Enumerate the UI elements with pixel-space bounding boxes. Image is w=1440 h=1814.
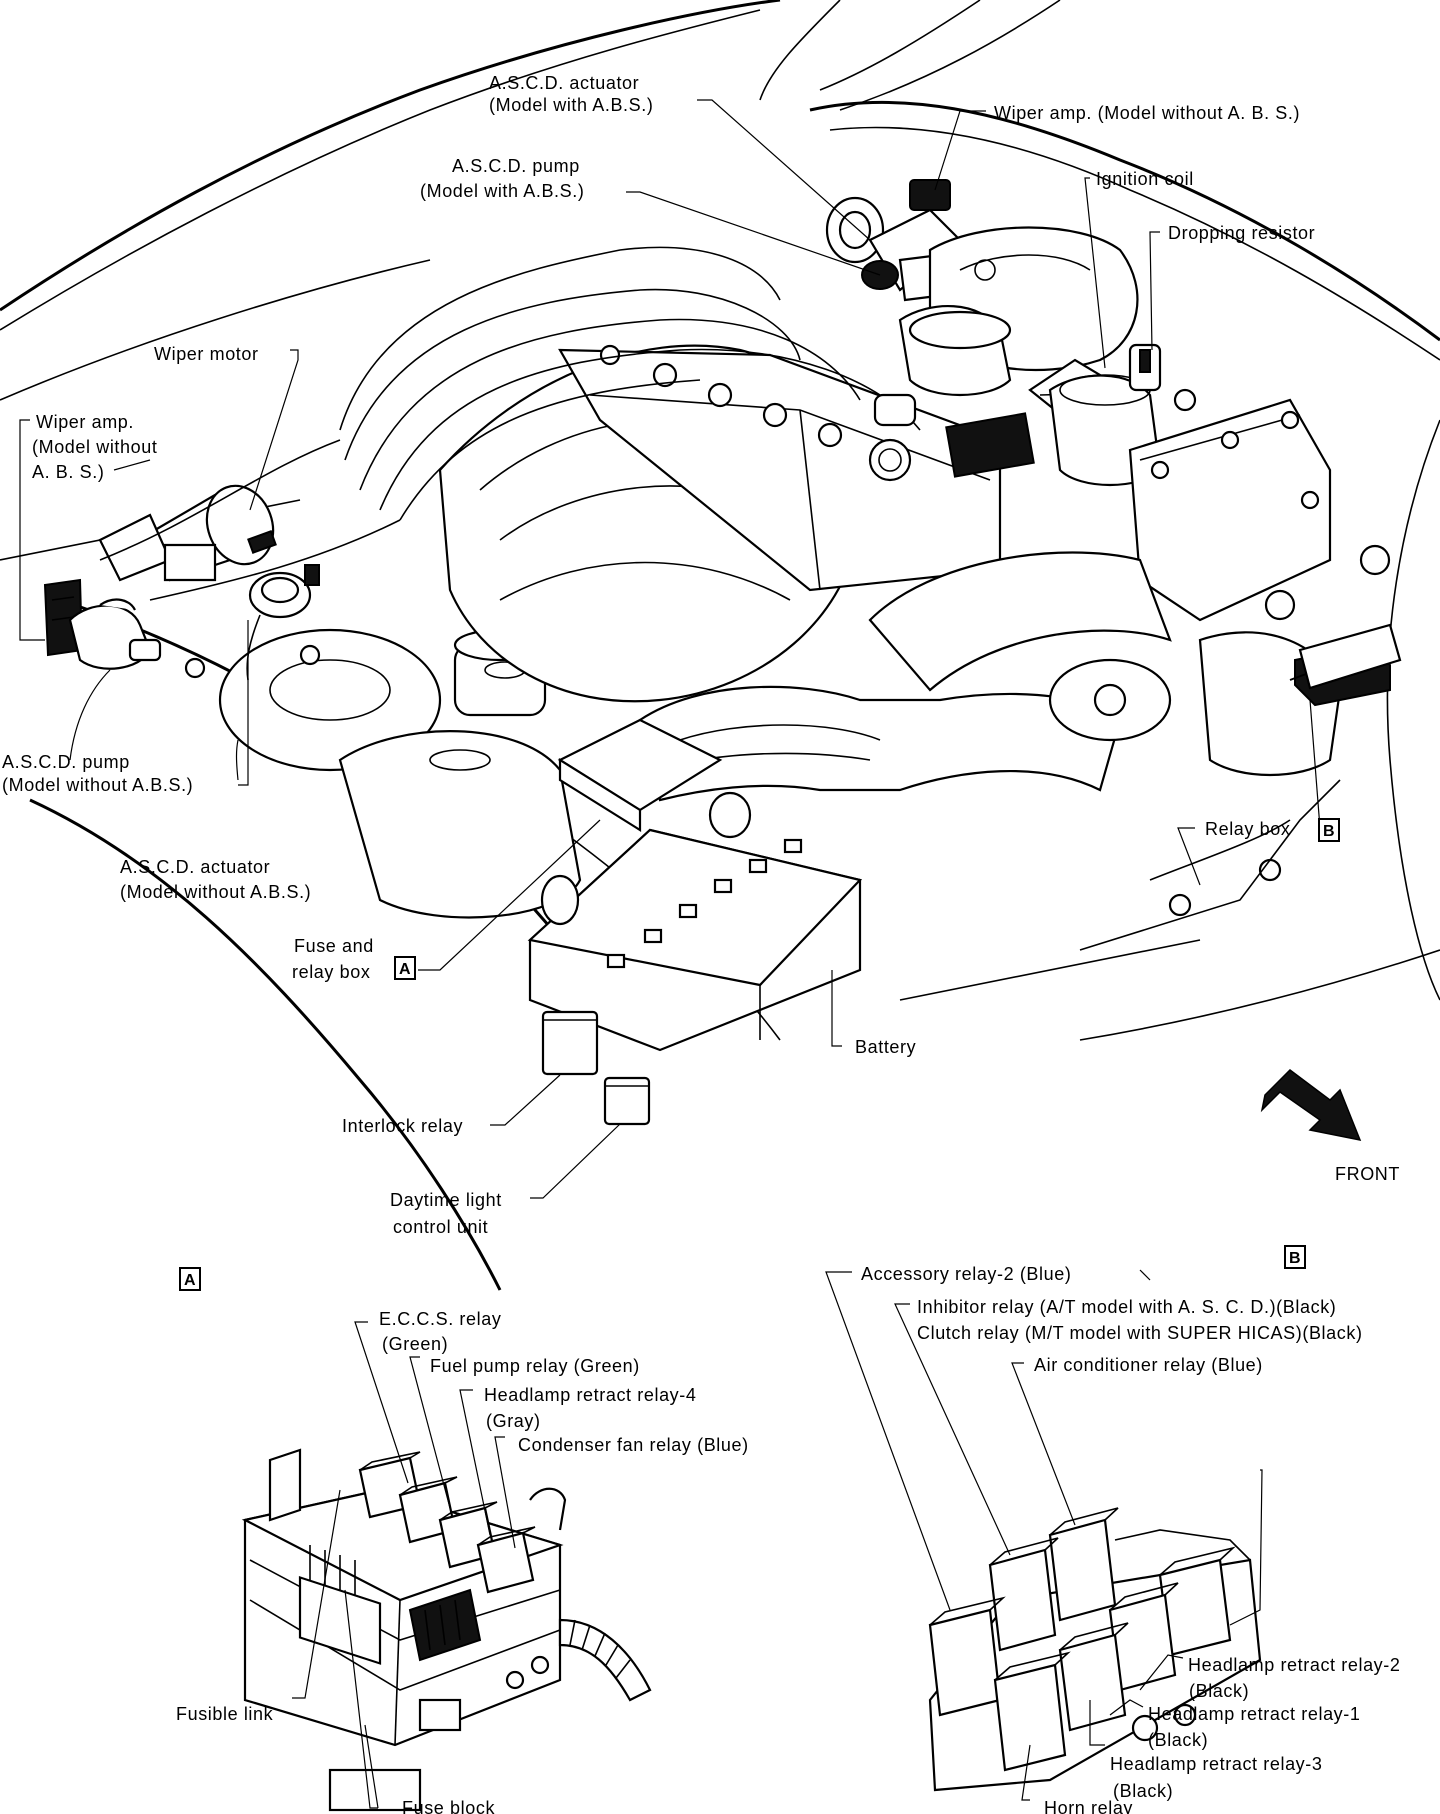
label-dropping-resistor: Dropping resistor [1168, 223, 1315, 243]
engine-compartment-illustration [0, 0, 1440, 1291]
label-ignition-coil: Ignition coil [1096, 169, 1194, 189]
label-headlamp-retract-3: Headlamp retract relay-3 [1110, 1754, 1322, 1774]
label-ascd-actuator-abs: A.S.C.D. actuator [489, 73, 639, 93]
label-ascd-pump-noabs: A.S.C.D. pump [2, 752, 130, 772]
label-horn-relay: Horn relay [1044, 1798, 1133, 1814]
box-a-marker-relay: A [394, 956, 416, 980]
labels: A.S.C.D. actuator (Model with A.B.S.) A.… [2, 73, 1400, 1814]
label-headlamp-retract-3-color: (Black) [1113, 1781, 1173, 1801]
label-headlamp-retract-1: Headlamp retract relay-1 [1148, 1704, 1360, 1724]
label-front: FRONT [1335, 1164, 1400, 1184]
label-headlamp-retract-4: Headlamp retract relay-4 [484, 1385, 696, 1405]
box-b-marker-relay: B [1318, 818, 1340, 842]
label-ascd-pump-noabs-model: (Model without A.B.S.) [2, 775, 193, 795]
label-fuse-block: Fuse block [402, 1798, 495, 1814]
label-wiper-amp-left: Wiper amp. [36, 412, 134, 432]
label-clutch-relay: Clutch relay (M/T model with SUPER HICAS… [917, 1323, 1363, 1343]
label-daytime-light: Daytime light [390, 1190, 502, 1210]
box-b-letter: B [1323, 823, 1335, 840]
label-ascd-actuator-noabs-model: (Model without A.B.S.) [120, 882, 311, 902]
label-eccs-relay-color: (Green) [382, 1334, 448, 1354]
inset-a-illustration [241, 1448, 652, 1812]
label-headlamp-retract-2: Headlamp retract relay-2 [1188, 1655, 1400, 1675]
label-ascd-pump-abs-model: (Model with A.B.S.) [420, 181, 584, 201]
label-inhibitor-relay: Inhibitor relay (A/T model with A. S. C.… [917, 1297, 1336, 1317]
inset-a-title-box: A [179, 1267, 201, 1291]
label-wiper-amp-top: Wiper amp. (Model without A. B. S.) [994, 103, 1300, 123]
label-ascd-actuator-noabs: A.S.C.D. actuator [120, 857, 270, 877]
label-headlamp-retract-2-color: (Black) [1189, 1681, 1249, 1701]
label-air-conditioner-relay: Air conditioner relay (Blue) [1034, 1355, 1263, 1375]
label-interlock-relay: Interlock relay [342, 1116, 463, 1136]
label-eccs-relay: E.C.C.S. relay [379, 1309, 501, 1329]
leader-lines [19, 99, 1321, 1199]
inset-b-leader-lines [825, 1269, 1263, 1801]
label-fuse-relay-box: Fuse and [294, 936, 374, 956]
label-fuse-relay-box-2: relay box [292, 962, 370, 982]
label-battery: Battery [855, 1037, 916, 1057]
label-wiper-motor: Wiper motor [154, 344, 259, 364]
label-relay-box: Relay box [1205, 819, 1290, 839]
label-accessory-relay-2: Accessory relay-2 (Blue) [861, 1264, 1071, 1284]
label-wiper-amp-left-model: (Model without [32, 437, 157, 457]
label-ascd-pump-abs: A.S.C.D. pump [452, 156, 580, 176]
label-fuel-pump-relay: Fuel pump relay (Green) [430, 1356, 640, 1376]
label-headlamp-retract-4-color: (Gray) [486, 1411, 541, 1431]
inset-a-leader-lines [292, 1321, 516, 1809]
label-ascd-actuator-abs-model: (Model with A.B.S.) [489, 95, 653, 115]
front-arrow-icon [1260, 1069, 1362, 1142]
inset-a-letter: A [184, 1272, 196, 1289]
inset-b-letter: B [1289, 1250, 1301, 1267]
label-fusible-link: Fusible link [176, 1704, 274, 1724]
inset-b-illustration [928, 1507, 1262, 1792]
inset-b-title-box: B [1284, 1245, 1306, 1269]
label-wiper-amp-left-abs: A. B. S.) [32, 462, 104, 482]
label-daytime-light-2: control unit [393, 1217, 488, 1237]
label-condenser-fan-relay: Condenser fan relay (Blue) [518, 1435, 749, 1455]
label-headlamp-retract-1-color: (Black) [1148, 1730, 1208, 1750]
box-a-letter: A [399, 961, 411, 978]
